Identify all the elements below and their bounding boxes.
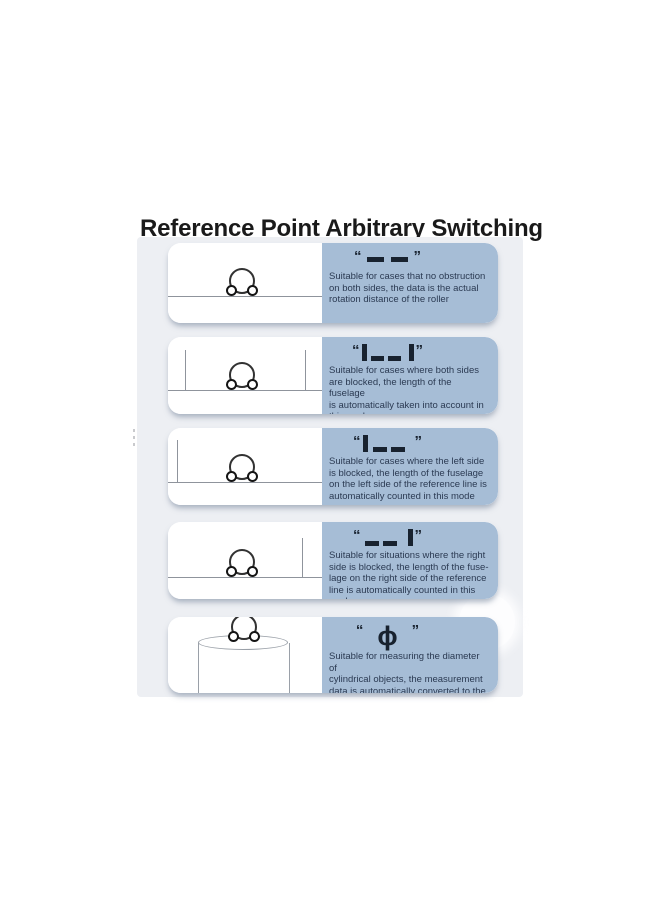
mode-card-cylinder-diameter: “ ϕ ” Suitable for measuring the diamete… (168, 617, 498, 693)
description-panel: “ ” Suitable for situations where the ri… (322, 522, 498, 599)
close-quote-icon: ” (411, 622, 420, 639)
description-panel: “ ” Suitable for cases that no obstructi… (322, 243, 498, 323)
both-walls-icon (361, 344, 414, 361)
description-panel: “ ” Suitable for cases where both sides … (322, 337, 498, 414)
mode-symbol: “ ” (329, 248, 490, 268)
close-quote-icon: ” (414, 433, 423, 450)
roller-icon (228, 617, 260, 642)
roller-icon (226, 268, 258, 296)
mode-card-right-side-blocked: “ ” Suitable for situations where the ri… (168, 522, 498, 599)
open-quote-icon: “ (353, 527, 361, 544)
left-wall-icon (362, 435, 413, 452)
diagram-roller-left-wall (168, 428, 323, 505)
mode-symbol: “ ” (329, 433, 490, 453)
mode-description: Suitable for cases that no obstruction o… (329, 271, 486, 305)
phi-icon: ϕ (377, 621, 398, 651)
diagram-roller-right-wall (168, 522, 323, 599)
open-quote-icon: “ (354, 248, 362, 265)
ground-line (168, 482, 323, 483)
mode-description: Suitable for cases where both sides are … (329, 365, 484, 414)
right-wall-icon (362, 529, 413, 546)
ground-line (168, 390, 323, 391)
mode-symbol: “ ” (329, 342, 490, 362)
close-quote-icon: ” (414, 527, 423, 544)
diagram-roller-on-cylinder (168, 617, 322, 693)
roller-icon (226, 549, 258, 577)
mode-card-no-obstruction: “ ” Suitable for cases that no obstructi… (168, 243, 498, 323)
roller-icon (226, 454, 258, 482)
ground-line (168, 577, 323, 578)
diagram-roller-two-walls (168, 337, 323, 414)
mode-description: Suitable for situations where the right … (329, 550, 489, 599)
right-wall-line (305, 350, 306, 390)
ground-line (168, 296, 323, 297)
left-edge-mark (133, 429, 135, 449)
mode-description: Suitable for cases where the left side i… (329, 456, 487, 502)
left-wall-line (185, 350, 186, 390)
roller-icon (226, 362, 258, 390)
mode-description: Suitable for measuring the diameter of c… (329, 651, 486, 693)
mode-card-left-side-blocked: “ ” Suitable for cases where the left si… (168, 428, 498, 505)
mode-symbol: “ ϕ ” (329, 621, 490, 651)
close-quote-icon: ” (413, 248, 422, 265)
cylinder-body (198, 643, 290, 693)
left-wall-line (177, 440, 178, 482)
close-quote-icon: ” (415, 342, 424, 359)
open-quote-icon: “ (355, 622, 364, 639)
right-wall-line (302, 538, 303, 577)
dashes-icon (363, 250, 412, 267)
description-panel: “ ” Suitable for cases where the left si… (322, 428, 498, 505)
open-quote-icon: “ (352, 342, 360, 359)
mode-card-both-sides-blocked: “ ” Suitable for cases where both sides … (168, 337, 498, 414)
diagram-roller-flat-surface (168, 243, 323, 323)
open-quote-icon: “ (353, 433, 361, 450)
description-panel: “ ϕ ” Suitable for measuring the diamete… (322, 617, 498, 693)
mode-symbol: “ ” (329, 527, 490, 547)
